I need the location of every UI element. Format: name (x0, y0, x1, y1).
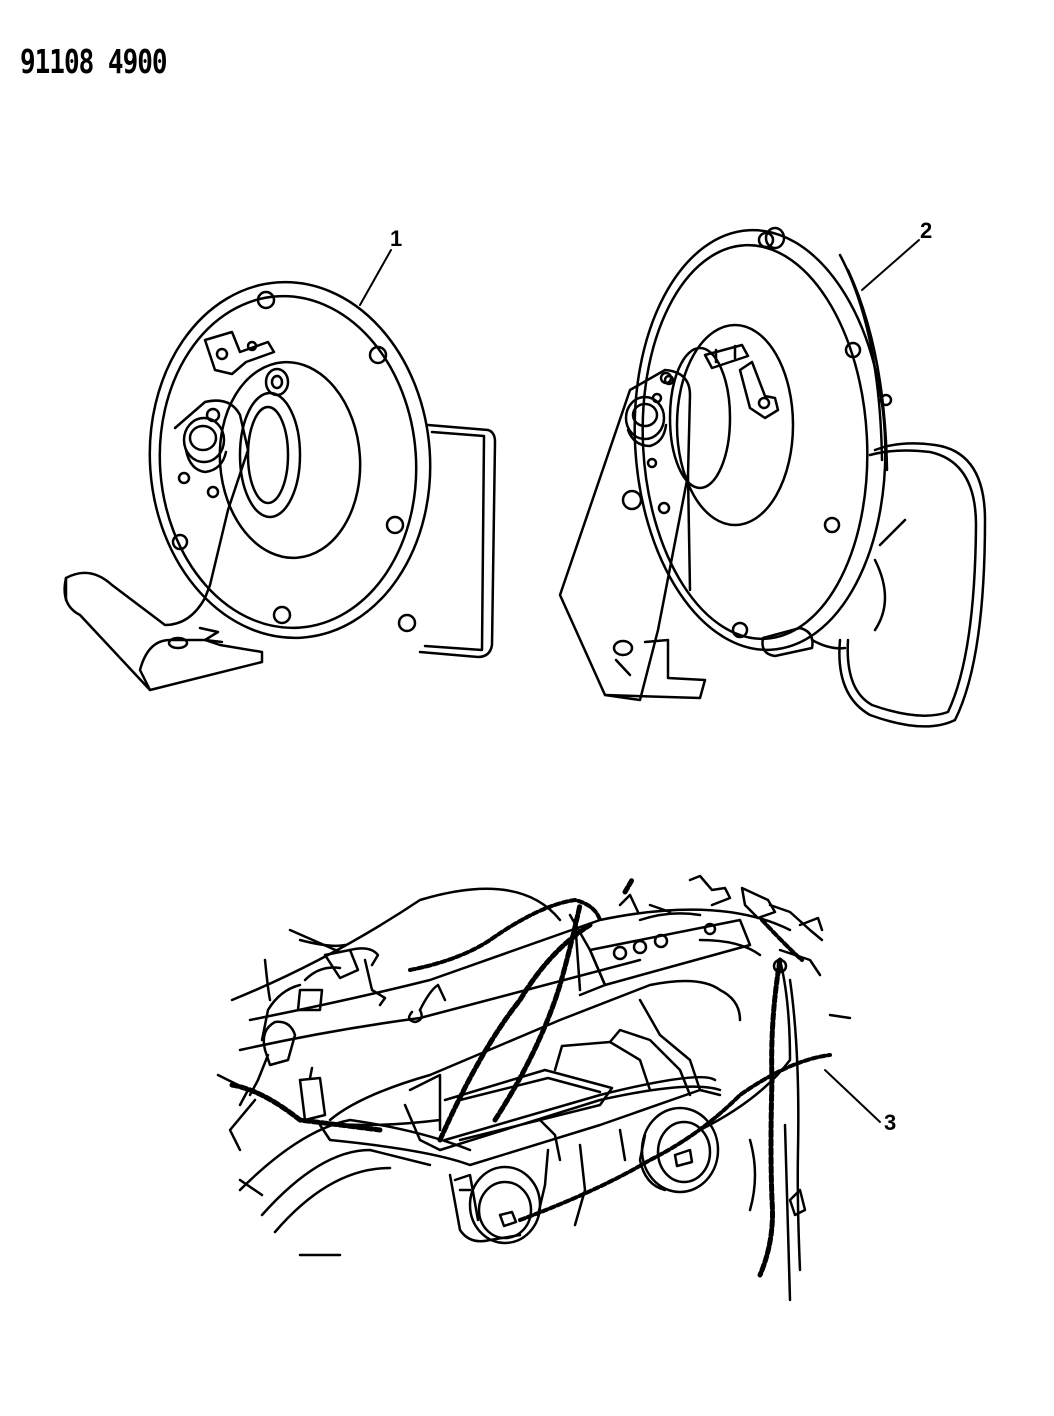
horn-wiring-illustration (218, 876, 850, 1300)
horn-1-illustration (65, 273, 495, 690)
part-number: 91108 4900 (20, 44, 168, 82)
callout-2: 2 (920, 218, 933, 243)
leader-line-3 (825, 1070, 880, 1122)
horn-2-illustration (560, 224, 985, 727)
callout-leaders (360, 240, 919, 1122)
leader-line-1 (360, 250, 391, 305)
callout-3: 3 (884, 1110, 897, 1135)
leader-line-2 (862, 240, 919, 290)
callout-1: 1 (390, 226, 403, 251)
